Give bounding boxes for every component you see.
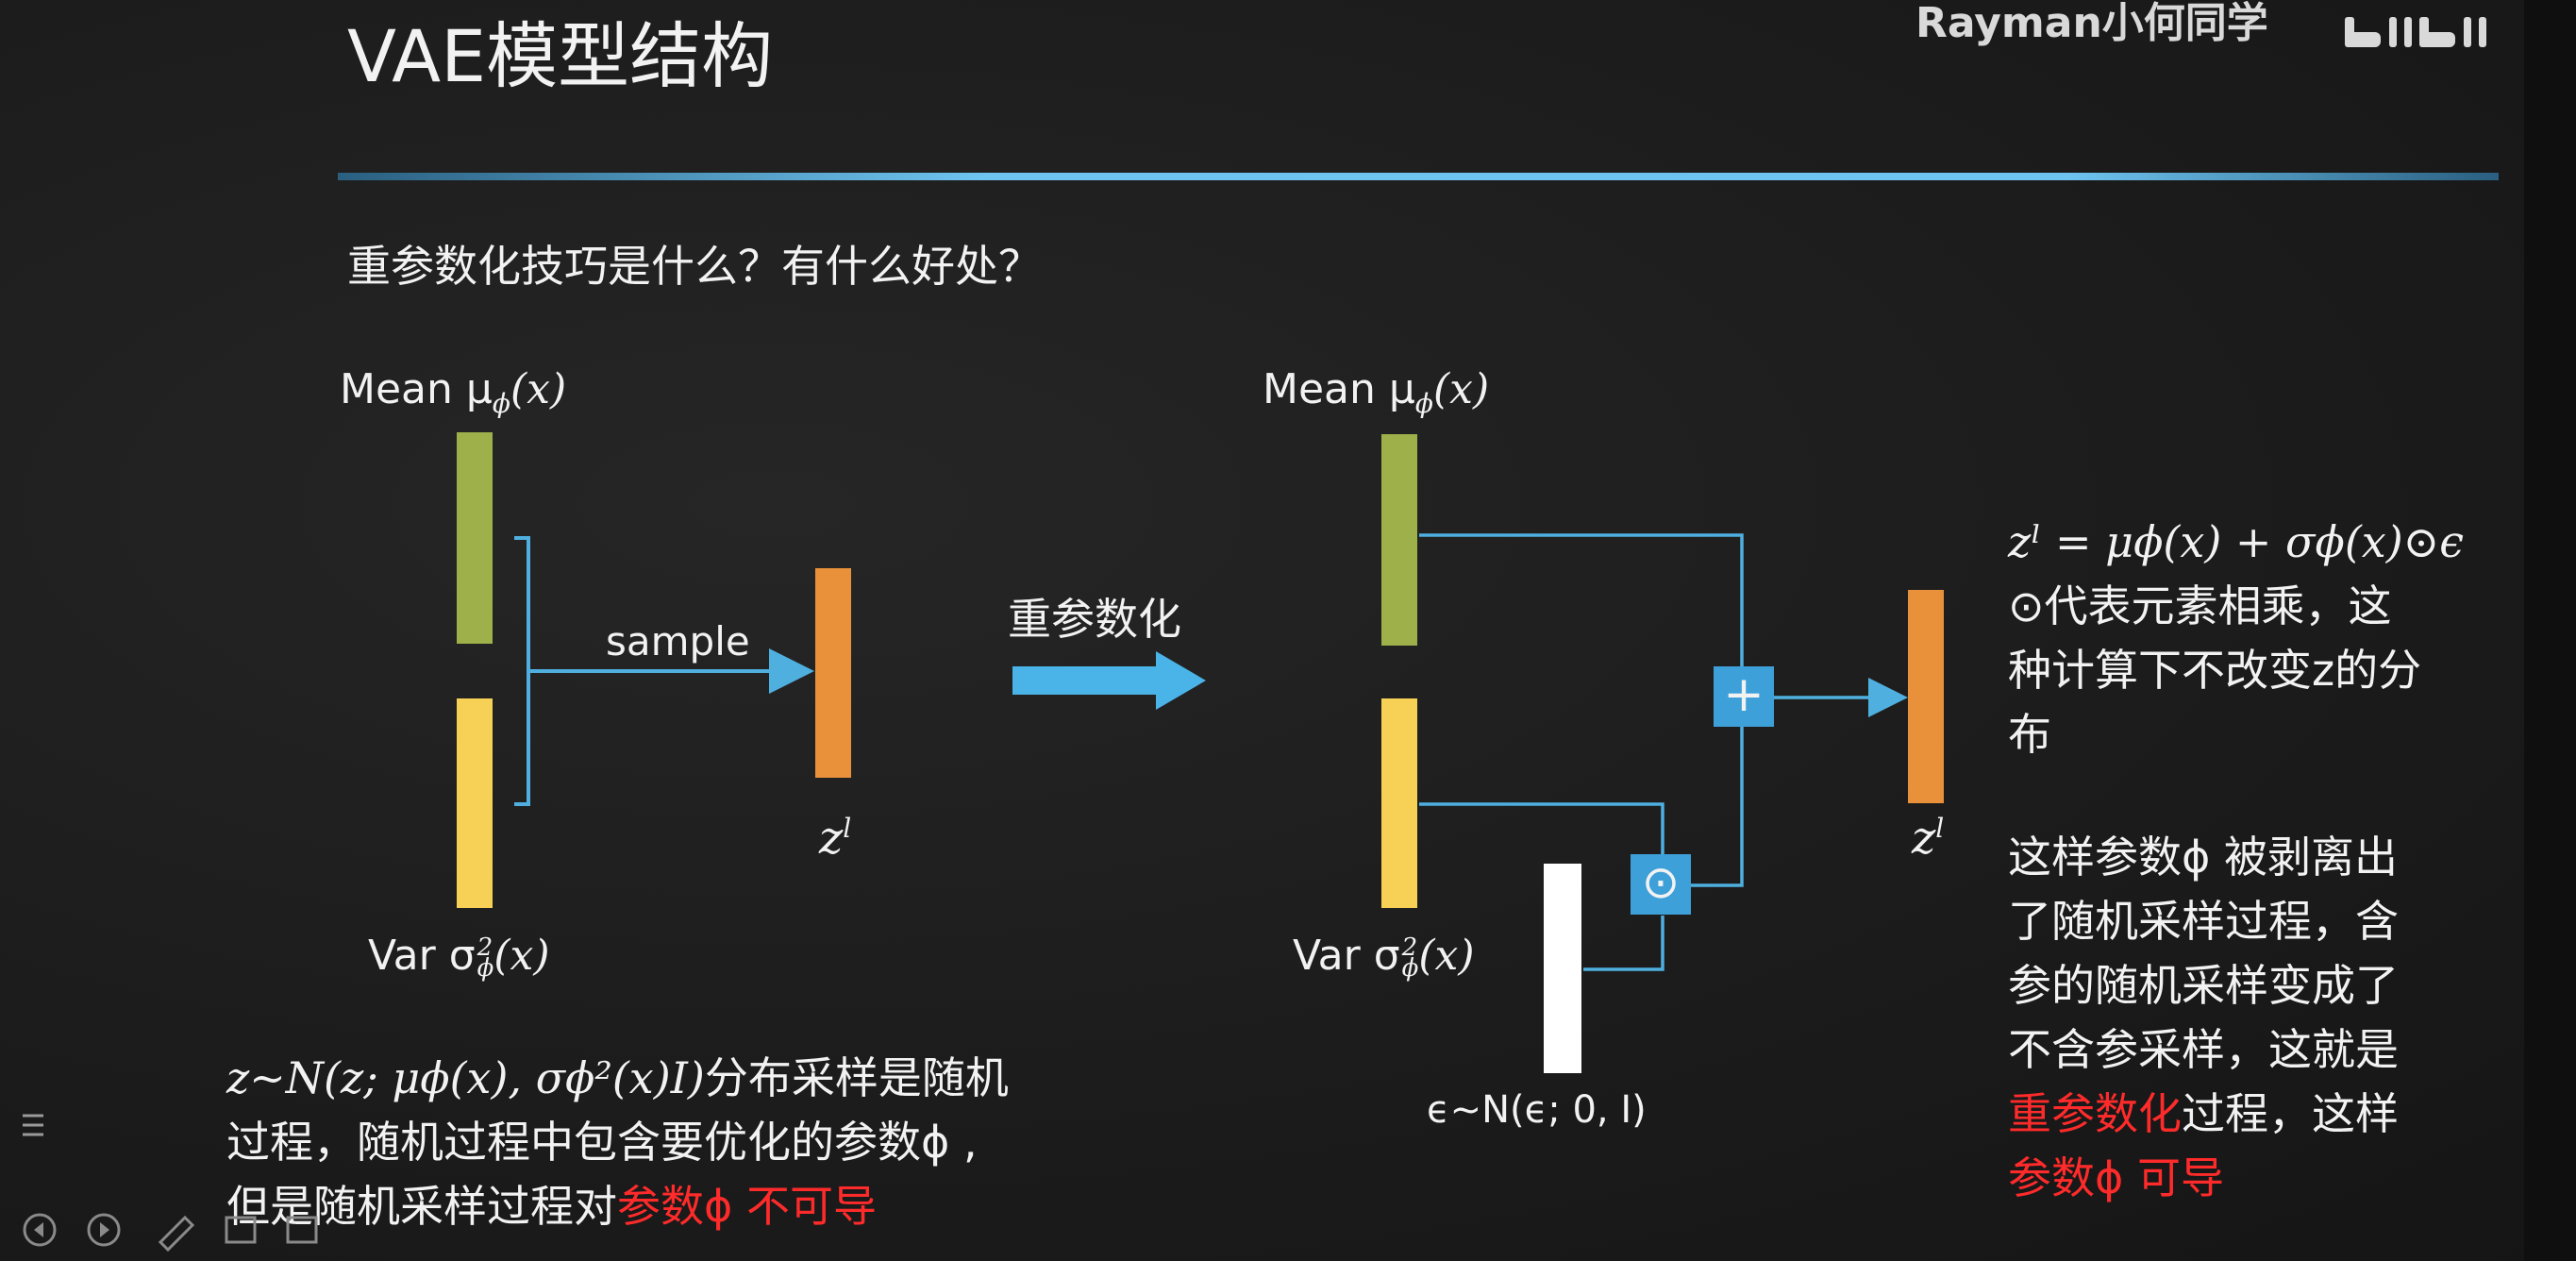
right-p2-line5: 重参数化过程，这样 — [2008, 1088, 2399, 1139]
epsilon-bar — [1544, 864, 1581, 1073]
left-z-bar — [815, 568, 851, 778]
left-z-label: zl — [819, 812, 852, 865]
prev-icon[interactable] — [23, 1213, 57, 1247]
box-icon[interactable] — [286, 1216, 318, 1244]
reparam-formula: zˡ = μϕ(x) + σϕ(x)⊙ϵ — [2008, 516, 2464, 567]
right-p1-line3: 布 — [2008, 709, 2051, 760]
epsilon-label: ϵ~N(ϵ; 0, I) — [1427, 1088, 1647, 1132]
menu-lines-icon[interactable] — [19, 1106, 47, 1144]
odot-icon: ⊙ — [1641, 856, 1681, 909]
watermark-text: Rayman小何同学 — [1915, 0, 2268, 47]
right-z-label: zl — [1912, 812, 1945, 865]
left-mean-label: Mean μϕ(x) — [340, 365, 567, 419]
left-text-line3: 但是随机采样过程对参数ϕ 不可导 — [226, 1181, 877, 1232]
right-mean-label: Mean μϕ(x) — [1263, 365, 1490, 419]
left-bracket — [514, 536, 530, 806]
left-mean-bar — [457, 432, 493, 644]
right-p2-line6: 参数ϕ 可导 — [2008, 1152, 2224, 1203]
left-var-bar — [457, 698, 493, 908]
reparam-arrow-label: 重参数化 — [1008, 594, 1181, 645]
odot-connector — [1691, 725, 1744, 887]
pen-icon[interactable] — [158, 1215, 195, 1253]
right-var-bar — [1381, 698, 1417, 908]
screen-icon[interactable] — [225, 1216, 257, 1244]
sample-label: sample — [606, 618, 750, 664]
right-p2-line3: 参的随机采样变成了 — [2008, 960, 2399, 1011]
var-connector — [1419, 802, 1664, 857]
reparam-arrow-icon — [1012, 651, 1206, 710]
eps-connector — [1583, 916, 1664, 971]
left-text-line1: z~N(z; μϕ(x), σϕ²(x)I)分布采样是随机 — [226, 1052, 1009, 1103]
player-controls — [23, 1213, 318, 1253]
right-p1-line2: 种计算下不改变z的分 — [2008, 645, 2422, 696]
odot-op-box — [1631, 854, 1691, 915]
next-icon[interactable] — [87, 1213, 121, 1247]
left-explanation: z~N(z; μϕ(x), σϕ²(x)I)分布采样是随机 过程，随机过程中包含… — [226, 1046, 1009, 1238]
bilibili-logo-icon — [2345, 17, 2486, 47]
right-p1-line1: ⊙代表元素相乘，这 — [2008, 580, 2392, 631]
right-mean-bar — [1381, 434, 1417, 646]
mean-connector — [1419, 533, 1744, 680]
slide-title: VAE模型结构 — [347, 14, 774, 98]
right-p2-line4: 不含参采样，这就是 — [2008, 1024, 2399, 1075]
plus-op-box — [1714, 666, 1774, 727]
left-text-line2: 过程，随机过程中包含要优化的参数ϕ , — [226, 1117, 978, 1168]
right-p2-line1: 这样参数ϕ 被剥离出 — [2008, 832, 2398, 883]
question-heading: 重参数化技巧是什么？有什么好处？ — [347, 241, 1042, 292]
right-z-bar — [1908, 590, 1944, 803]
plus-icon: + — [1723, 666, 1765, 723]
title-divider — [338, 173, 2499, 180]
window-edge — [2524, 0, 2576, 1261]
right-explanation: zˡ = μϕ(x) + σϕ(x)⊙ϵ ⊙代表元素相乘，这 种计算下不改变z的… — [2008, 510, 2464, 1210]
right-p2-line2: 了随机采样过程，含 — [2008, 896, 2399, 947]
